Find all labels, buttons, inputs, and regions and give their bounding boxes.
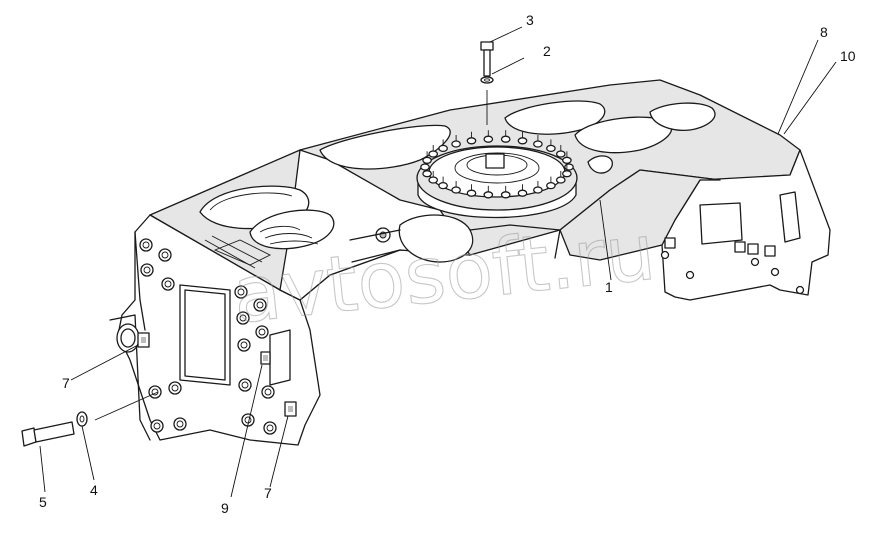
ring-bolt-head [483, 135, 494, 143]
callout-9: 9 [221, 500, 229, 516]
callout-7-left: 7 [62, 375, 70, 391]
ring-bolt-circle [420, 130, 574, 199]
ring-bolt-head [422, 156, 432, 164]
ring-bolt-head [517, 189, 528, 197]
ring-bolt-head [428, 150, 439, 158]
ring-bolt-head [546, 181, 556, 190]
callout-5: 5 [39, 494, 47, 510]
callout-3: 3 [526, 12, 534, 28]
ring-bolt-head [451, 140, 461, 148]
ring-bolt-head [517, 137, 528, 145]
ring-bolt-head [500, 135, 511, 143]
plate-bolt-pattern [139, 238, 277, 435]
ring-bolt-head [438, 144, 448, 153]
ring-bolt-head [546, 144, 556, 153]
ring-bolt-head [562, 156, 572, 164]
ring-bolt-head [420, 163, 430, 171]
ring-bolt-head [555, 150, 566, 158]
top-bolt-assembly [480, 41, 494, 125]
callout-10: 10 [840, 48, 856, 64]
callout-2: 2 [543, 43, 551, 59]
ring-bolt-head [466, 189, 477, 197]
right-flange [660, 191, 805, 295]
side-bolt-assembly [21, 391, 159, 447]
ring-bolt-head [533, 140, 543, 148]
ring-bolt-head [466, 137, 477, 145]
ring-bolt-head [555, 176, 566, 184]
slewing-ring [416, 130, 578, 219]
callout-labels: 3 2 8 10 1 7 4 5 9 7 [39, 12, 856, 516]
center-hub [349, 155, 613, 263]
ring-bolt-head [428, 176, 439, 184]
left-flange-plate [109, 231, 297, 441]
ring-bolt-head [483, 191, 494, 199]
right-flange-studs [660, 237, 805, 295]
callout-8: 8 [820, 24, 828, 40]
leader-lines [39, 26, 837, 498]
callout-4: 4 [90, 482, 98, 498]
ring-bolt-head [438, 181, 448, 190]
ring-bolt-head [533, 186, 543, 194]
ring-bolt-head [564, 163, 574, 171]
ring-bolt-head [500, 191, 511, 199]
ring-bolt-head [562, 170, 572, 178]
callout-1: 1 [605, 279, 613, 295]
callout-7-right: 7 [264, 485, 272, 501]
ring-bolt-head [422, 170, 432, 178]
ring-bolt-head [451, 186, 461, 194]
